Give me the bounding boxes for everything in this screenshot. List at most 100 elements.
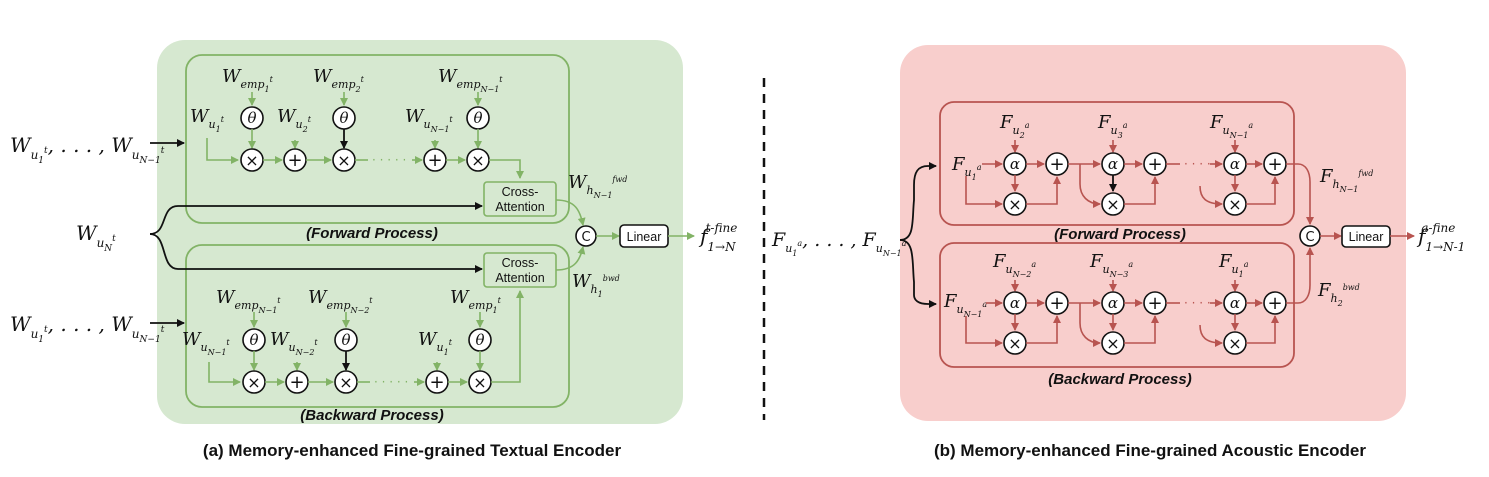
fwd-oplus-b2: + bbox=[1143, 152, 1167, 176]
svg-text:C: C bbox=[1305, 230, 1314, 245]
svg-text:· · · ·: · · · · bbox=[1184, 296, 1211, 310]
textual-input-backward: Wu1t, . . . , WuN−1t bbox=[10, 312, 165, 345]
fwd-alpha-2: α bbox=[1101, 152, 1125, 176]
backward-process-frame-b bbox=[939, 242, 1295, 368]
svg-text:+: + bbox=[289, 372, 304, 393]
fwd-otimes-2: × bbox=[332, 148, 356, 172]
svg-text:×: × bbox=[1008, 195, 1021, 214]
svg-text:+: + bbox=[1147, 154, 1162, 175]
fwd-oplus-b3: + bbox=[1263, 152, 1287, 176]
svg-text:C: C bbox=[581, 230, 590, 245]
backward-process-frame bbox=[185, 244, 570, 408]
concat-acoustic: C bbox=[1299, 225, 1321, 247]
panel-a-background bbox=[157, 40, 683, 424]
concat-textual: C bbox=[575, 225, 597, 247]
svg-text:θ: θ bbox=[339, 109, 348, 127]
bwd-oplus-b1: + bbox=[1045, 291, 1069, 315]
cross-attention-backward: Cross- Attention bbox=[483, 252, 557, 288]
caption-a: (a) Memory-enhanced Fine-grained Textual… bbox=[203, 441, 622, 460]
acoustic-input: Fu1a, . . . , FuN−1a bbox=[771, 229, 907, 258]
svg-text:+: + bbox=[1049, 293, 1064, 314]
bwd-oplus-2: + bbox=[425, 370, 449, 394]
bwd-alpha-2: α bbox=[1101, 291, 1125, 315]
backward-process-label-b: (Backward Process) bbox=[1048, 371, 1191, 388]
svg-text:+: + bbox=[427, 150, 442, 171]
forward-process-frame bbox=[185, 54, 570, 224]
fwd-oplus-2: + bbox=[423, 148, 447, 172]
svg-text:×: × bbox=[1106, 195, 1119, 214]
svg-text:Cross-: Cross- bbox=[502, 256, 539, 270]
svg-text:×: × bbox=[1228, 334, 1241, 353]
backward-process-label-a: (Backward Process) bbox=[300, 407, 443, 424]
svg-text:· · · · ·: · · · · · bbox=[374, 375, 408, 389]
svg-text:Attention: Attention bbox=[495, 200, 544, 214]
svg-text:+: + bbox=[1267, 293, 1282, 314]
fwd-theta-2: θ bbox=[332, 106, 356, 130]
linear-acoustic: Linear bbox=[1341, 225, 1391, 248]
fwd-oplus-b1: + bbox=[1045, 152, 1069, 176]
bwd-otimes-b1: × bbox=[1003, 331, 1027, 355]
svg-text:θ: θ bbox=[247, 109, 256, 127]
panel-b-background bbox=[900, 45, 1406, 421]
svg-text:×: × bbox=[1106, 334, 1119, 353]
svg-text:×: × bbox=[473, 373, 486, 392]
output-textual: f1→Nt-fine bbox=[698, 221, 737, 254]
svg-text:×: × bbox=[1228, 195, 1241, 214]
panel-b: Fu1a, . . . , FuN−1a Fu1a Fu2a Fu3a FuN−… bbox=[771, 45, 1465, 460]
svg-text:θ: θ bbox=[475, 331, 484, 349]
svg-text:×: × bbox=[339, 373, 352, 392]
bwd-theta-3: θ bbox=[468, 328, 492, 352]
svg-text:+: + bbox=[1147, 293, 1162, 314]
cross-attention-forward: Cross- Attention bbox=[483, 181, 557, 217]
bwd-oplus-b3: + bbox=[1263, 291, 1287, 315]
panel-a: Wu1t, . . . , WuN−1t WuNt Wu1t, . . . , … bbox=[10, 40, 737, 460]
svg-text:θ: θ bbox=[473, 109, 482, 127]
textual-input-forward: Wu1t, . . . , WuN−1t bbox=[10, 133, 165, 166]
svg-text:+: + bbox=[1267, 154, 1282, 175]
bwd-otimes-b3: × bbox=[1223, 331, 1247, 355]
bwd-otimes-3: × bbox=[468, 370, 492, 394]
bwd-alpha-3: α bbox=[1223, 291, 1247, 315]
bwd-alpha-1: α bbox=[1003, 291, 1027, 315]
fwd-otimes-3: × bbox=[466, 148, 490, 172]
fwd-otimes-b2: × bbox=[1101, 192, 1125, 216]
bwd-theta-1: θ bbox=[242, 328, 266, 352]
svg-text:α: α bbox=[1108, 155, 1118, 173]
svg-text:θ: θ bbox=[249, 331, 258, 349]
svg-text:×: × bbox=[337, 151, 350, 170]
forward-process-label-a: (Forward Process) bbox=[306, 225, 438, 242]
caption-b: (b) Memory-enhanced Fine-grained Acousti… bbox=[934, 441, 1366, 460]
svg-text:+: + bbox=[287, 150, 302, 171]
textual-input-current: WuNt bbox=[76, 221, 116, 254]
fwd-otimes-1: × bbox=[240, 148, 264, 172]
svg-text:×: × bbox=[247, 373, 260, 392]
linear-textual: Linear bbox=[619, 224, 669, 248]
svg-text:Attention: Attention bbox=[495, 271, 544, 285]
svg-text:α: α bbox=[1010, 155, 1020, 173]
fwd-otimes-b3: × bbox=[1223, 192, 1247, 216]
bwd-otimes-b2: × bbox=[1101, 331, 1125, 355]
svg-text:θ: θ bbox=[341, 331, 350, 349]
svg-text:Linear: Linear bbox=[627, 230, 662, 244]
svg-text:+: + bbox=[1049, 154, 1064, 175]
bwd-oplus-1: + bbox=[285, 370, 309, 394]
svg-text:+: + bbox=[429, 372, 444, 393]
svg-text:α: α bbox=[1108, 294, 1118, 312]
bwd-oplus-b2: + bbox=[1143, 291, 1167, 315]
svg-text:α: α bbox=[1010, 294, 1020, 312]
fwd-theta-1: θ bbox=[240, 106, 264, 130]
svg-text:· · · ·: · · · · bbox=[1184, 157, 1211, 171]
svg-text:· · · · ·: · · · · · bbox=[372, 153, 406, 167]
svg-text:×: × bbox=[1008, 334, 1021, 353]
svg-text:α: α bbox=[1230, 155, 1240, 173]
svg-text:Cross-: Cross- bbox=[502, 185, 539, 199]
forward-process-label-b: (Forward Process) bbox=[1054, 226, 1186, 243]
fwd-otimes-b1: × bbox=[1003, 192, 1027, 216]
bwd-theta-2: θ bbox=[334, 328, 358, 352]
bwd-otimes-1: × bbox=[242, 370, 266, 394]
svg-text:Linear: Linear bbox=[1349, 230, 1384, 244]
svg-text:α: α bbox=[1230, 294, 1240, 312]
svg-text:×: × bbox=[471, 151, 484, 170]
fwd-theta-3: θ bbox=[466, 106, 490, 130]
